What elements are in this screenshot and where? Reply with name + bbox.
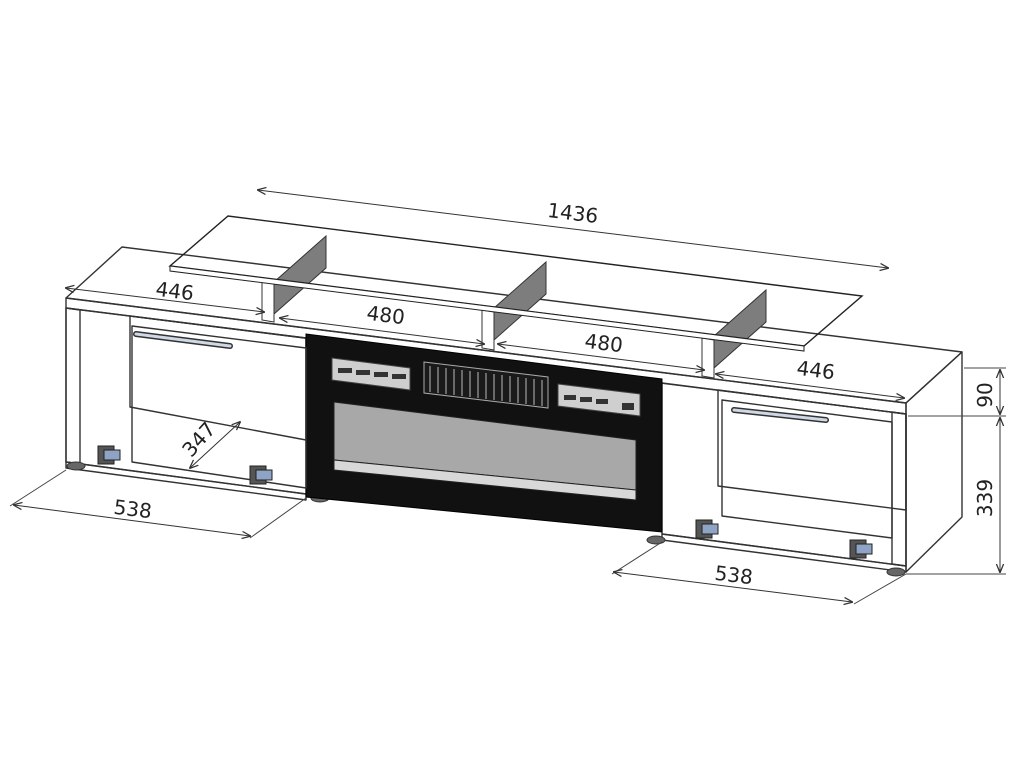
post-left <box>261 281 275 323</box>
right-handle-icon <box>731 407 829 423</box>
label-body-height: 339 <box>973 479 997 517</box>
fireplace-window-floor <box>333 459 637 501</box>
dimension-lines <box>9 190 1006 605</box>
control-panel-buttons-right <box>564 395 634 410</box>
label-left-door: 538 <box>112 495 153 523</box>
control-panel-icon <box>331 357 411 391</box>
right-hinge-icon <box>695 519 873 559</box>
right-door <box>695 399 893 559</box>
dim-line-middle-right <box>498 344 704 370</box>
dim-line-total-width <box>258 190 888 268</box>
control-panel-buttons-left <box>338 368 406 379</box>
right-cabinet-back-panel <box>717 389 907 511</box>
glass-shelf-edge <box>169 265 805 352</box>
dim-line-left-door <box>14 505 250 536</box>
label-middle-right: 480 <box>583 329 624 357</box>
top-shelf-assembly <box>168 215 864 379</box>
label-top-gap: 90 <box>973 382 997 407</box>
left-door <box>97 325 307 489</box>
label-total-width: 1436 <box>546 198 599 228</box>
dim-line-left-top <box>66 288 264 312</box>
dim-ext-left-door-b <box>249 497 307 539</box>
foot-front-left <box>66 461 86 471</box>
dim-line-depth <box>190 422 240 468</box>
right-cabinet-side-wall <box>891 411 907 567</box>
left-cabinet-side-wall <box>65 307 81 465</box>
foot-front-right <box>886 567 906 577</box>
foot-mid-right <box>646 535 666 545</box>
dim-ext-right-door-b <box>853 573 907 605</box>
right-end-side-face <box>905 351 963 573</box>
label-right-top: 446 <box>795 356 836 384</box>
label-right-door: 538 <box>713 561 754 589</box>
label-depth: 347 <box>177 417 220 461</box>
left-cabinet-bottom <box>65 461 307 501</box>
hinge-icon <box>97 445 273 485</box>
post-right <box>701 337 715 379</box>
dim-line-right-top <box>716 374 904 398</box>
label-middle-left: 480 <box>365 301 406 329</box>
dim-ext-left-door-a <box>9 469 67 507</box>
right-door-panel <box>721 399 893 539</box>
dim-ext-right-door-a <box>611 541 663 575</box>
dim-line-right-door <box>614 572 852 602</box>
label-left-top: 446 <box>154 277 195 305</box>
left-door-panel <box>131 325 307 489</box>
dim-line-middle-left <box>280 318 484 344</box>
glass-support-left <box>273 234 327 316</box>
handle-icon <box>133 331 233 349</box>
glass-support-middle <box>493 260 547 342</box>
grille-slats <box>429 366 543 406</box>
glass-support-right <box>713 288 767 370</box>
fireplace-unit <box>305 333 663 533</box>
